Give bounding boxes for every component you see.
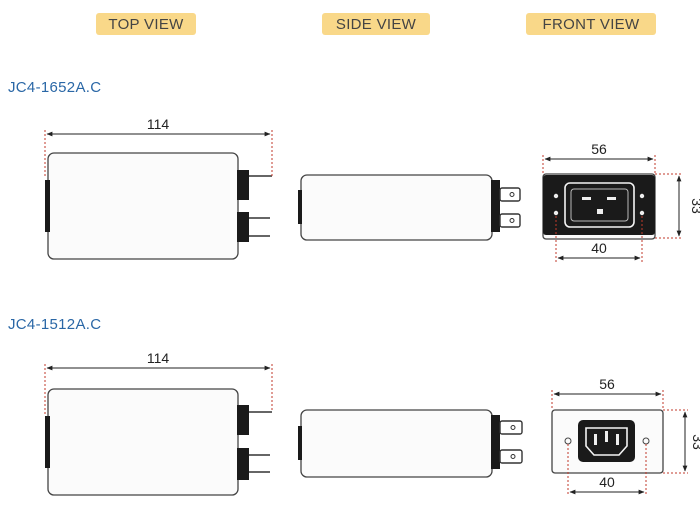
side-view-tab	[499, 213, 521, 228]
model-1-label: JC4-1652A.C	[8, 79, 102, 96]
side-view-connector	[491, 180, 500, 232]
side-view-tab	[499, 449, 523, 464]
side-view-tab	[499, 187, 521, 202]
model-2-front-view: 56 33 40	[551, 376, 700, 496]
top-view-left-end	[45, 416, 50, 468]
top-view-left-end	[45, 180, 50, 232]
model-2-side-view	[298, 409, 523, 478]
c14-pin	[605, 431, 608, 442]
c14-pin	[616, 434, 619, 445]
dim-front-height: 33	[689, 198, 700, 214]
c20-pin-slot	[582, 197, 591, 200]
side-view-left-end	[298, 426, 302, 460]
model-1-front-view: 56 33 40	[542, 141, 700, 262]
dim-top-width: 114	[147, 350, 170, 366]
mount-hole	[639, 193, 645, 199]
side-view-body	[300, 174, 493, 241]
dim-front-width: 56	[599, 376, 615, 392]
top-view-body	[47, 388, 239, 496]
mount-hole	[639, 210, 645, 216]
model-2-top-view: 114	[44, 350, 273, 496]
c14-pin	[594, 434, 597, 445]
side-view-tag: SIDE VIEW	[322, 13, 430, 35]
c20-ground-slot	[597, 209, 603, 214]
side-view-tab-hole	[509, 192, 515, 197]
dim-front-height: 33	[690, 434, 700, 450]
mount-hole	[553, 193, 559, 199]
top-view-connector-upper	[237, 405, 249, 435]
top-view-body	[47, 152, 239, 260]
model-2-drawings: 114 56 33	[44, 350, 700, 496]
top-view-connector-upper	[237, 170, 249, 200]
c20-pin-slot	[607, 197, 616, 200]
model-2-label: JC4-1512A.C	[8, 316, 102, 333]
side-view-tab	[499, 420, 523, 435]
side-view-body	[300, 409, 493, 478]
model-1-side-view	[298, 174, 521, 241]
model-1-top-view: 114	[44, 116, 273, 260]
c20-socket-inner	[570, 188, 629, 222]
dim-front-pitch: 40	[599, 474, 615, 490]
dim-front-width: 56	[591, 141, 607, 157]
top-view-connector-lower	[237, 448, 249, 480]
mount-hole	[553, 210, 559, 216]
front-view-flange	[543, 175, 655, 235]
side-view-left-end	[298, 190, 302, 224]
c20-socket-outer	[564, 182, 635, 228]
top-view-connector-lower	[237, 212, 249, 242]
c14-socket-inner	[585, 427, 628, 456]
dim-front-pitch: 40	[591, 240, 607, 256]
side-view-tab-hole	[510, 425, 516, 430]
dim-top-width: 114	[147, 116, 170, 132]
model-1-drawings: 114 56	[44, 116, 700, 262]
side-view-tab-hole	[510, 454, 516, 459]
side-view-tab-hole	[509, 218, 515, 223]
front-view-tag: FRONT VIEW	[526, 13, 656, 35]
top-view-tag: TOP VIEW	[96, 13, 196, 35]
side-view-connector	[491, 415, 500, 469]
